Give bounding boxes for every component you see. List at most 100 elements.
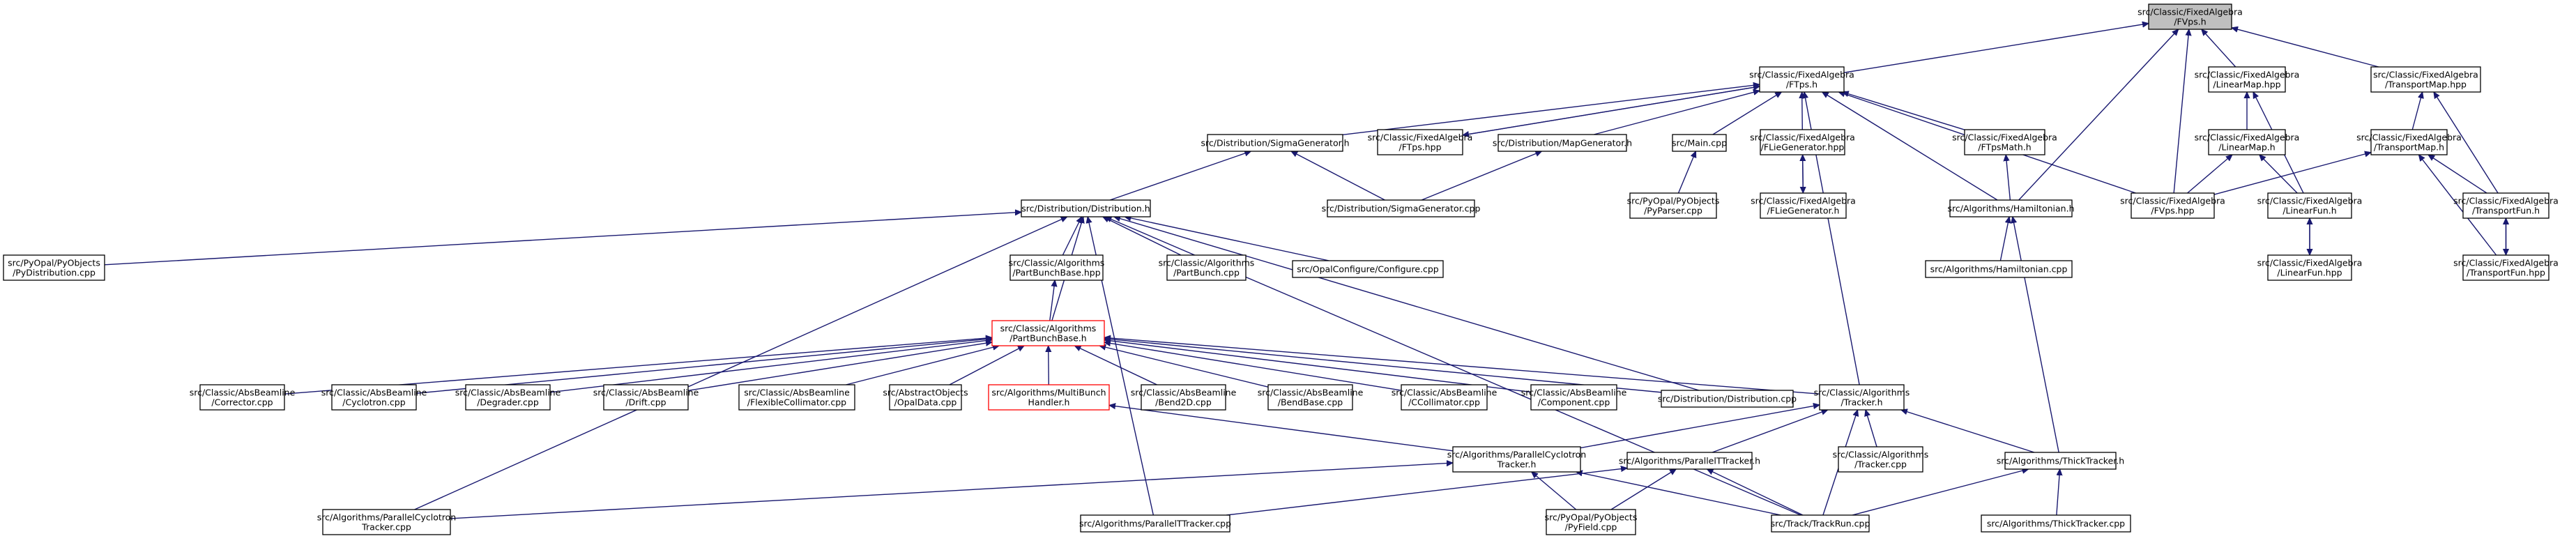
node-corrector-cpp[interactable]: src/Classic/AbsBeamline/Corrector.cpp (190, 384, 296, 411)
node-pyfield-cpp[interactable]: src/PyOpal/PyObjects/PyField.cpp (1545, 509, 1638, 535)
node-box[interactable] (1401, 384, 1488, 411)
node-transportfun-hpp[interactable]: src/Classic/FixedAlgebra/TransportFun.hp… (2453, 254, 2559, 281)
node-box[interactable] (1009, 254, 1104, 281)
node-sigmagen-cpp[interactable]: src/Distribution/SigmaGenerator.cpp (1322, 199, 1481, 217)
node-ftps-hpp[interactable]: src/Classic/FixedAlgebra/FTps.hpp (1368, 129, 1473, 155)
node-ftps-h[interactable]: src/Classic/FixedAlgebra/FTps.h (1749, 66, 1854, 93)
node-box[interactable] (1981, 514, 2131, 533)
node-transportfun-h[interactable]: src/Classic/FixedAlgebra/TransportFun.h (2453, 192, 2559, 219)
node-box[interactable] (991, 320, 1105, 346)
node-box[interactable] (1452, 446, 1581, 473)
node-paracyc-cpp[interactable]: src/Algorithms/ParallelCyclotronTracker.… (317, 509, 456, 535)
node-ftpsmath-h[interactable]: src/Classic/FixedAlgebra/FTpsMath.h (1952, 129, 2057, 155)
node-box[interactable] (1166, 254, 1247, 281)
node-box[interactable] (1292, 260, 1444, 278)
node-box[interactable] (1760, 129, 1845, 155)
node-box[interactable] (2462, 192, 2550, 219)
node-box[interactable] (1497, 134, 1627, 152)
node-box[interactable] (2370, 66, 2481, 93)
node-linearmap-hpp[interactable]: src/Classic/FixedAlgebra/LinearMap.hpp (2195, 66, 2300, 93)
node-mapgen-h[interactable]: src/Distribution/MapGenerator.h (1493, 134, 1632, 152)
node-box[interactable] (1672, 134, 1727, 152)
node-pydistribution-cpp[interactable]: src/PyOpal/PyObjects/PyDistribution.cpp (3, 254, 105, 281)
node-sigmagen-h[interactable]: src/Distribution/SigmaGenerator.h (1201, 134, 1350, 152)
node-drift-cpp[interactable]: src/Classic/AbsBeamline/Drift.cpp (593, 384, 699, 411)
node-cyclotron-cpp[interactable]: src/Classic/AbsBeamline/Cyclotron.cpp (321, 384, 427, 411)
node-hamiltonian-cpp[interactable]: src/Algorithms/Hamiltonian.cpp (1925, 260, 2073, 278)
node-box[interactable] (1377, 129, 1463, 155)
node-transportmap-hpp[interactable]: src/Classic/FixedAlgebra/TransportMap.hp… (2370, 66, 2481, 93)
node-opaldata-cpp[interactable]: src/AbstractObjects/OpalData.cpp (883, 384, 968, 411)
node-fliegen-h[interactable]: src/Classic/FixedAlgebra/FLieGenerator.h (1751, 192, 1856, 219)
node-distribution-cpp[interactable]: src/Distribution/Distribution.cpp (1658, 390, 1797, 408)
node-bendbase-cpp[interactable]: src/Classic/AbsBeamline/BendBase.cpp (1258, 384, 1364, 411)
node-box[interactable] (1207, 134, 1343, 152)
node-box[interactable] (2004, 452, 2117, 470)
node-distribution-h[interactable]: src/Distribution/Distribution.h (1021, 199, 1151, 217)
node-box[interactable] (322, 509, 451, 535)
node-box[interactable] (2148, 3, 2232, 30)
node-box[interactable] (1141, 384, 1226, 411)
node-box[interactable] (738, 384, 855, 411)
node-paracyc-h[interactable]: src/Algorithms/ParallelCyclotronTracker.… (1447, 446, 1586, 473)
node-tracker-h[interactable]: src/Classic/Algorithms/Tracker.h (1814, 384, 1910, 411)
node-thicktracker-h[interactable]: src/Algorithms/ThickTracker.h (1997, 452, 2124, 470)
node-parat-h[interactable]: src/Algorithms/ParallelTTracker.h (1619, 452, 1760, 470)
node-box[interactable] (1267, 384, 1353, 411)
node-ccollimator-cpp[interactable]: src/Classic/AbsBeamline/CCollimator.cpp (1392, 384, 1497, 411)
node-fliegen-hpp[interactable]: src/Classic/FixedAlgebra/FLieGenerator.h… (1750, 129, 1855, 155)
node-fvps-hpp[interactable]: src/Classic/FixedAlgebra/FVps.hpp (2120, 192, 2225, 219)
node-transportmap-h[interactable]: src/Classic/FixedAlgebra/TransportMap.h (2356, 129, 2462, 155)
node-linearfun-hpp[interactable]: src/Classic/FixedAlgebra/LinearFun.hpp (2257, 254, 2363, 281)
node-trackrun-cpp[interactable]: src/Track/TrackRun.cpp (1771, 514, 1870, 533)
node-box[interactable] (889, 384, 962, 411)
node-box[interactable] (1759, 66, 1845, 93)
node-tracker-cpp[interactable]: src/Classic/Algorithms/Tracker.cpp (1833, 446, 1929, 473)
node-box[interactable] (1546, 509, 1636, 535)
node-main-cpp[interactable]: src/Main.cpp (1672, 134, 1727, 152)
node-box[interactable] (2370, 129, 2448, 155)
node-box[interactable] (2131, 192, 2215, 219)
node-box[interactable] (988, 384, 1110, 411)
node-box[interactable] (3, 254, 105, 281)
node-linearmap-h[interactable]: src/Classic/FixedAlgebra/LinearMap.h (2195, 129, 2300, 155)
node-box[interactable] (2462, 254, 2550, 281)
node-box[interactable] (465, 384, 551, 411)
node-box[interactable] (1530, 384, 1617, 411)
node-parat-cpp[interactable]: src/Algorithms/ParallelTTracker.cpp (1079, 514, 1231, 533)
node-box[interactable] (2267, 254, 2352, 281)
node-box[interactable] (1771, 514, 1870, 533)
node-box[interactable] (1021, 199, 1151, 217)
node-box[interactable] (1327, 199, 1475, 217)
node-box[interactable] (1080, 514, 1230, 533)
node-box[interactable] (1838, 446, 1923, 473)
node-box[interactable] (1819, 384, 1905, 411)
node-box[interactable] (1949, 199, 2073, 217)
node-partbunchbase-hpp[interactable]: src/Classic/Algorithms/PartBunchBase.hpp (1009, 254, 1105, 281)
node-box[interactable] (1925, 260, 2073, 278)
node-component-cpp[interactable]: src/Classic/AbsBeamline/Component.cpp (1521, 384, 1627, 411)
node-flexcoll-cpp[interactable]: src/Classic/AbsBeamline/FlexibleCollimat… (738, 384, 855, 411)
node-fvps-h[interactable]: src/Classic/FixedAlgebra/FVps.h (2137, 3, 2243, 30)
node-partbunch-cpp[interactable]: src/Classic/Algorithms/PartBunch.cpp (1159, 254, 1255, 281)
node-box[interactable] (1629, 192, 1717, 219)
node-box[interactable] (1661, 390, 1794, 408)
node-pyparser-cpp[interactable]: src/PyOpal/PyObjects/PyParser.cpp (1627, 192, 1720, 219)
node-box[interactable] (199, 384, 285, 411)
node-box[interactable] (1760, 192, 1847, 219)
node-box[interactable] (2267, 192, 2352, 219)
node-degrader-cpp[interactable]: src/Classic/AbsBeamline/Degrader.cpp (455, 384, 561, 411)
node-partbunchbase-h[interactable]: src/Classic/Algorithms/PartBunchBase.h (991, 320, 1105, 346)
node-box[interactable] (603, 384, 689, 411)
node-box[interactable] (1626, 452, 1753, 470)
node-bend2d-cpp[interactable]: src/Classic/AbsBeamline/Bend2D.cpp (1131, 384, 1237, 411)
node-box[interactable] (2208, 66, 2286, 93)
node-box[interactable] (331, 384, 417, 411)
node-configure-cpp[interactable]: src/OpalConfigure/Configure.cpp (1292, 260, 1444, 278)
node-box[interactable] (1964, 129, 2045, 155)
node-hamiltonian-h[interactable]: src/Algorithms/Hamiltonian.h (1947, 199, 2075, 217)
node-box[interactable] (2208, 129, 2286, 155)
node-linearfun-h[interactable]: src/Classic/FixedAlgebra/LinearFun.h (2257, 192, 2363, 219)
node-thicktracker-cpp[interactable]: src/Algorithms/ThickTracker.cpp (1981, 514, 2131, 533)
